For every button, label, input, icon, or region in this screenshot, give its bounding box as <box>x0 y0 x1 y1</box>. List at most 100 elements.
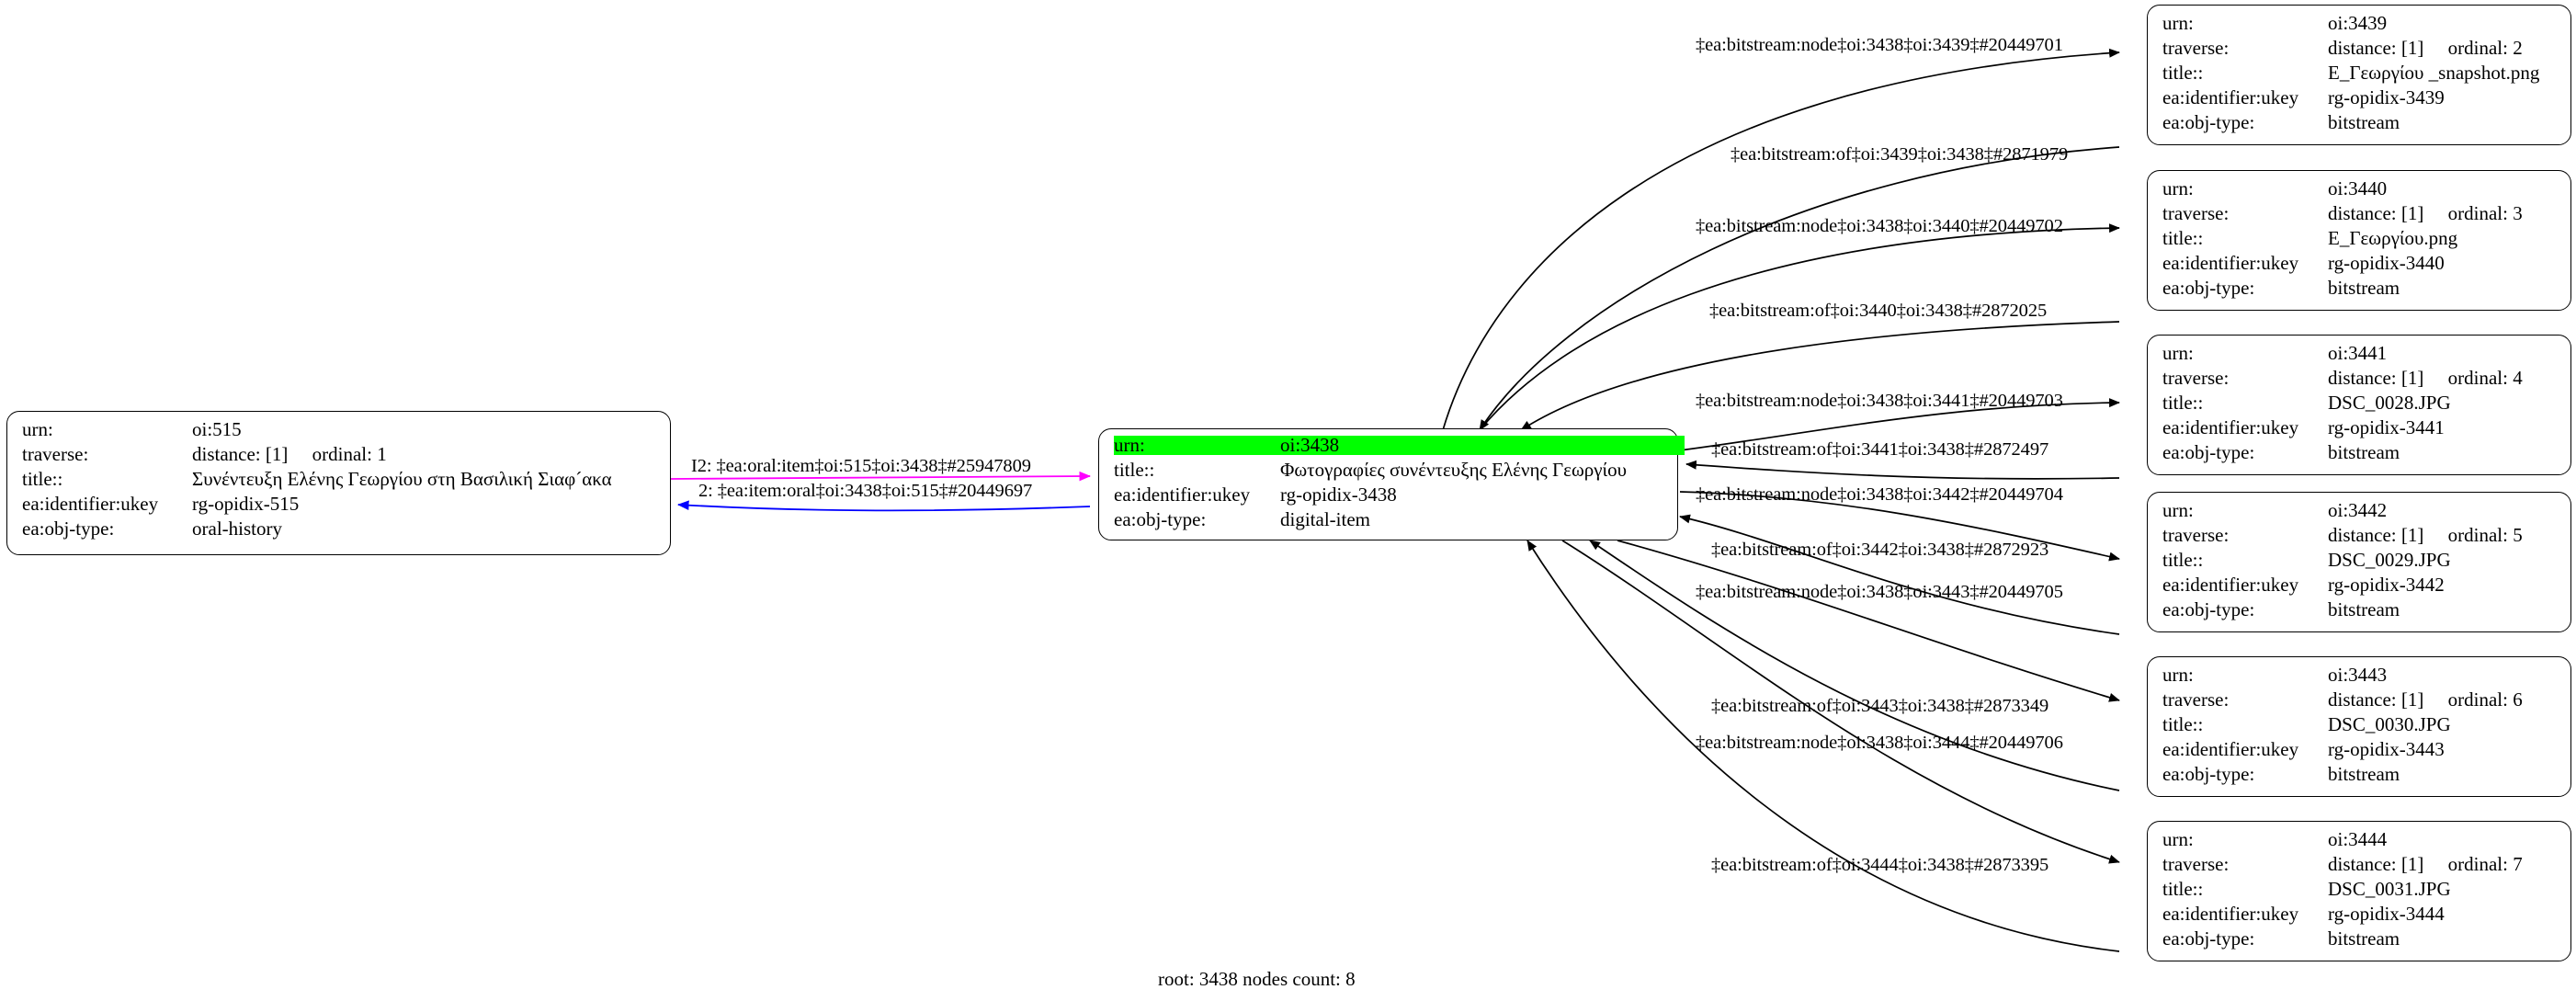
edge-label-3439-node: ‡ea:bitstream:node‡oi:3438‡oi:3439‡#2044… <box>1696 35 2063 55</box>
edge-label-3439-of: ‡ea:bitstream:of‡oi:3439‡oi:3438‡#287197… <box>1731 144 2069 165</box>
edge-path-515-out <box>670 471 1092 482</box>
field-value-objtype: bitstream <box>2328 763 2400 785</box>
field-label-title: title:: <box>2162 878 2204 900</box>
field-label-urn: urn: <box>22 418 53 440</box>
edge-path-3441-node <box>1679 398 2120 451</box>
field-value-ukey: rg-opidix-3439 <box>2328 86 2445 108</box>
field-label-traverse: traverse: <box>22 443 89 465</box>
node-row-traverse: traverse: distance: [1] ordinal: 2 <box>2162 39 2558 63</box>
edge-path-3443-of <box>1589 540 2120 791</box>
edge-path-3442-node <box>1679 491 2120 562</box>
node-row-ukey: ea:identifier:ukey rg-opidix-3443 <box>2162 740 2558 765</box>
field-label-ukey: ea:identifier:ukey <box>22 493 159 515</box>
field-label-objtype: ea:obj-type: <box>2162 598 2255 620</box>
node-row-traverse: traverse: distance: [1] ordinal: 6 <box>2162 690 2558 715</box>
edge-label-3442-node: ‡ea:bitstream:node‡oi:3438‡oi:3442‡#2044… <box>1696 484 2063 505</box>
node-row-ukey: ea:identifier:ukey rg-opidix-3439 <box>2162 88 2558 113</box>
edge-path-3439-of <box>1479 146 2120 431</box>
field-label-ukey: ea:identifier:ukey <box>2162 738 2299 760</box>
edge-label-3441-node: ‡ea:bitstream:node‡oi:3438‡oi:3441‡#2044… <box>1696 391 2063 411</box>
field-label-title: title:: <box>1114 459 1155 481</box>
node-oi-3441[interactable]: urn: oi:3441 traverse: distance: [1] ord… <box>2147 335 2571 475</box>
node-row-title: title:: DSC_0029.JPG <box>2162 551 2558 575</box>
field-label-urn: urn: <box>2162 342 2194 364</box>
node-row-urn: urn: oi:3440 <box>2162 179 2558 204</box>
edge-path-3439-node <box>1442 48 2120 431</box>
node-row-ukey: ea:identifier:ukey rg-opidix-3444 <box>2162 904 2558 929</box>
field-value-traverse: distance: [1] ordinal: 7 <box>2328 853 2523 875</box>
field-label-objtype: ea:obj-type: <box>2162 927 2255 950</box>
field-value-ukey: rg-opidix-3440 <box>2328 252 2445 274</box>
node-row-ukey: ea:identifier:ukey rg-opidix-3441 <box>2162 418 2558 443</box>
edge-label-3443-node: ‡ea:bitstream:node‡oi:3438‡oi:3443‡#2044… <box>1696 582 2063 602</box>
node-row-objtype: ea:obj-type: bitstream <box>2162 113 2558 138</box>
field-value-title: Ε_Γεωργίου.png <box>2328 227 2458 249</box>
field-value-traverse: distance: [1] ordinal: 6 <box>2328 688 2523 711</box>
node-oi-3440[interactable]: urn: oi:3440 traverse: distance: [1] ord… <box>2147 170 2571 311</box>
node-row-objtype: ea:obj-type: bitstream <box>2162 443 2558 468</box>
edge-label-515-in: 2: ‡ea:item:oral‡oi:3438‡oi:515‡#2044969… <box>698 481 1033 501</box>
field-value-urn: oi:3439 <box>2328 12 2388 34</box>
field-label-urn: urn: <box>2162 828 2194 850</box>
node-row-urn: urn: oi:3439 <box>2162 14 2558 39</box>
node-oi-3442[interactable]: urn: oi:3442 traverse: distance: [1] ord… <box>2147 492 2571 632</box>
node-row-title: title:: Ε_Γεωργίου.png <box>2162 229 2558 254</box>
field-label-traverse: traverse: <box>2162 524 2230 546</box>
node-oi-3439[interactable]: urn: oi:3439 traverse: distance: [1] ord… <box>2147 5 2571 145</box>
field-value-ukey: rg-opidix-3443 <box>2328 738 2445 760</box>
field-label-title: title:: <box>2162 392 2204 414</box>
field-value-objtype: bitstream <box>2328 277 2400 299</box>
node-row-objtype: ea:obj-type: oral-history <box>22 519 657 544</box>
node-row-traverse: traverse: distance: [1] ordinal: 5 <box>2162 526 2558 551</box>
node-row-urn: urn: oi:3438 <box>1114 436 1685 461</box>
field-value-urn: oi:3441 <box>2328 342 2388 364</box>
field-label-title: title:: <box>2162 549 2204 571</box>
field-value-urn: oi:3444 <box>2328 828 2388 850</box>
field-label-ukey: ea:identifier:ukey <box>2162 86 2299 108</box>
edge-path-3442-of <box>1679 514 2120 635</box>
field-label-traverse: traverse: <box>2162 37 2230 59</box>
edge-label-3444-node: ‡ea:bitstream:node‡oi:3438‡oi:3444‡#2044… <box>1696 733 2063 753</box>
graph-footer-caption: root: 3438 nodes count: 8 <box>1158 968 1356 990</box>
node-oi-3438[interactable]: urn: oi:3438 title:: Φωτογραφίες συνέντε… <box>1098 428 1685 540</box>
field-value-title: DSC_0029.JPG <box>2328 549 2451 571</box>
field-value-traverse: distance: [1] ordinal: 2 <box>2328 37 2523 59</box>
edge-path-3441-of <box>1685 460 2120 480</box>
field-label-urn: urn: <box>2162 12 2194 34</box>
field-value-urn: oi:3440 <box>2328 177 2388 199</box>
field-label-ukey: ea:identifier:ukey <box>2162 252 2299 274</box>
field-label-objtype: ea:obj-type: <box>2162 441 2255 463</box>
field-label-objtype: ea:obj-type: <box>22 518 115 540</box>
edge-path-515-in <box>676 500 1091 512</box>
node-row-traverse: traverse: distance: [1] ordinal: 1 <box>22 445 657 470</box>
field-value-title: DSC_0028.JPG <box>2328 392 2451 414</box>
field-label-traverse: traverse: <box>2162 853 2230 875</box>
node-row-ukey: ea:identifier:ukey rg-opidix-3442 <box>2162 575 2558 600</box>
node-oi-3443[interactable]: urn: oi:3443 traverse: distance: [1] ord… <box>2147 656 2571 797</box>
field-label-urn: urn: <box>1114 436 1280 455</box>
field-value-title: Φωτογραφίες συνέντευξης Ελένης Γεωργίου <box>1280 459 1628 481</box>
node-row-urn: urn: oi:3442 <box>2162 501 2558 526</box>
node-row-title: title:: DSC_0031.JPG <box>2162 880 2558 904</box>
field-value-urn: oi:515 <box>192 418 242 440</box>
node-oi-515[interactable]: urn: oi:515 traverse: distance: [1] ordi… <box>6 411 671 555</box>
field-value-title: Ε_Γεωργίου _snapshot.png <box>2328 62 2540 84</box>
field-label-objtype: ea:obj-type: <box>1114 508 1207 530</box>
field-value-objtype: bitstream <box>2328 441 2400 463</box>
node-oi-3444[interactable]: urn: oi:3444 traverse: distance: [1] ord… <box>2147 821 2571 961</box>
field-value-objtype: digital-item <box>1280 508 1370 530</box>
field-value-objtype: bitstream <box>2328 598 2400 620</box>
field-label-title: title:: <box>2162 227 2204 249</box>
field-label-ukey: ea:identifier:ukey <box>2162 574 2299 596</box>
field-label-traverse: traverse: <box>2162 367 2230 389</box>
field-label-objtype: ea:obj-type: <box>2162 277 2255 299</box>
field-value-ukey: rg-opidix-3442 <box>2328 574 2445 596</box>
node-row-ukey: ea:identifier:ukey rg-opidix-3438 <box>1114 485 1664 510</box>
node-row-objtype: ea:obj-type: bitstream <box>2162 279 2558 303</box>
node-row-ukey: ea:identifier:ukey rg-opidix-3440 <box>2162 254 2558 279</box>
node-row-objtype: ea:obj-type: digital-item <box>1114 510 1664 535</box>
field-value-urn: oi:3442 <box>2328 499 2388 521</box>
field-label-title: title:: <box>2162 62 2204 84</box>
